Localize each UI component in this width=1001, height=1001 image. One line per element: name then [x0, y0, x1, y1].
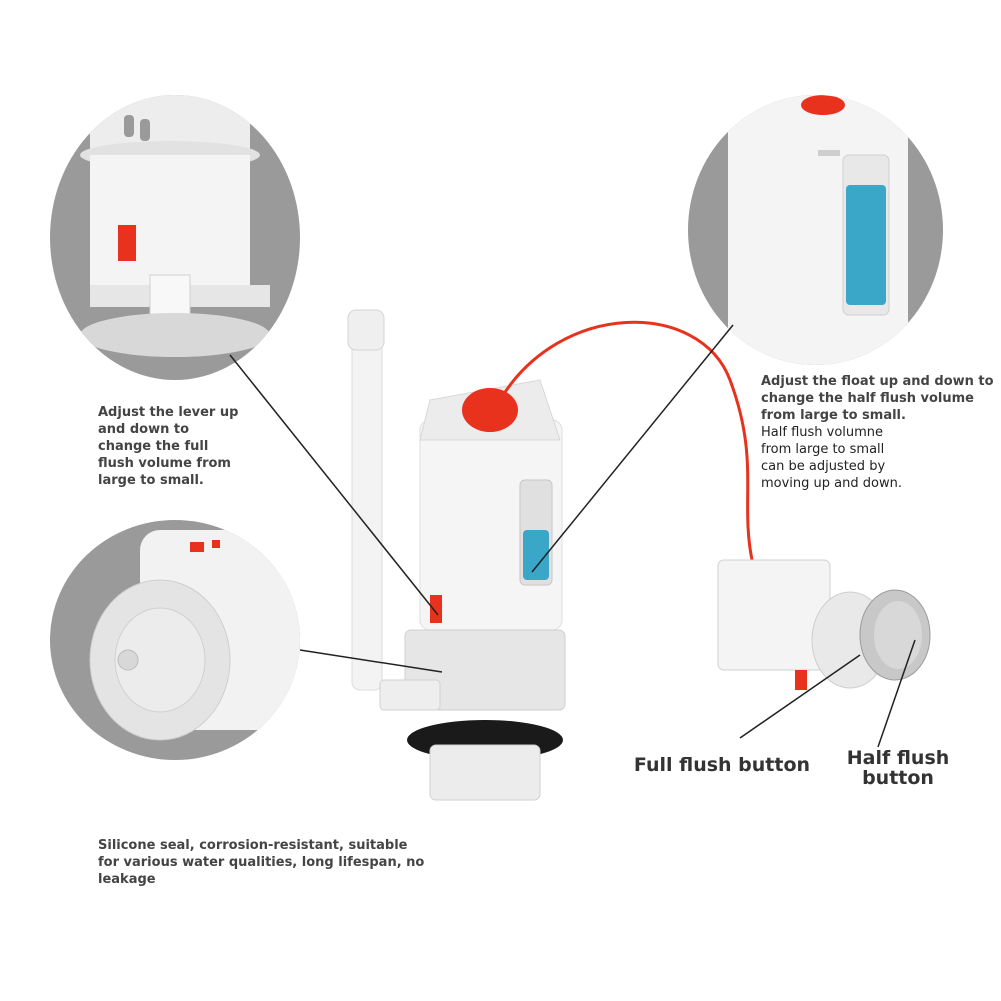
seal-detail-circle [50, 520, 300, 760]
float-detail-illustration [728, 95, 908, 365]
full-flush-button-label: Full flush button [633, 754, 811, 776]
lever-adjust-note: Adjust the lever up and down to change t… [98, 405, 239, 488]
float-adjust-note: Adjust the float up and down to change t… [761, 374, 994, 423]
half-flush-button-label: Half flush button [846, 747, 950, 789]
float-detail-circle [688, 95, 943, 365]
half-flush-volume-note: Half flush volumne from large to small c… [761, 425, 902, 491]
lever-detail-illustration [80, 95, 270, 357]
lever-detail-circle [50, 95, 300, 380]
seal-detail-illustration [89, 530, 300, 741]
silicone-seal-note: Silicone seal, corrosion-resistant, suit… [98, 838, 425, 887]
